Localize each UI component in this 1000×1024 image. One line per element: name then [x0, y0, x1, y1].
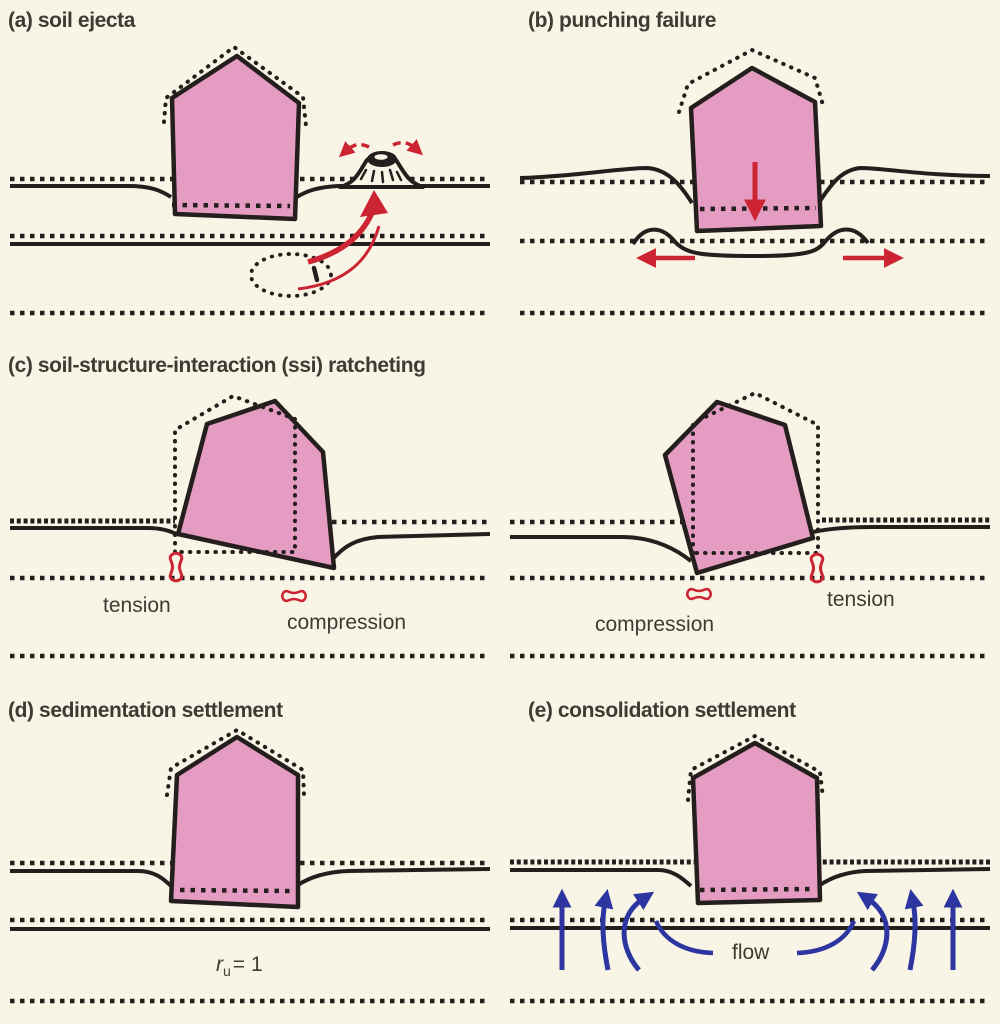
building-b-original-base-dashed	[699, 205, 817, 212]
flow-arrow-up-2	[594, 888, 614, 971]
ground-surface-solid-left	[510, 535, 693, 563]
ground-surface-solid-right	[812, 525, 990, 534]
ejected-sand-specks	[359, 168, 403, 184]
ru-value: = 1	[233, 953, 263, 976]
building-c-right-original-outline-dashed	[691, 391, 820, 555]
building-d-original-base-dashed	[179, 887, 291, 894]
tension-symbol	[168, 551, 184, 583]
heave-bumps-solid	[631, 227, 870, 259]
compression-label: compression	[287, 611, 406, 634]
building-d	[168, 734, 301, 910]
panel-c-caption: (c) soil-structure-interaction (ssi) rat…	[8, 354, 426, 377]
ejecta-source-ellipse-dotted	[249, 252, 333, 298]
ground-surface-solid-right	[818, 867, 991, 887]
tension-label: tension	[103, 594, 171, 617]
ground-surface-solid-left	[510, 868, 693, 888]
ground-surface-solid-left	[10, 869, 174, 889]
tension-label: tension	[827, 588, 895, 611]
building-a-original-base-dashed	[171, 202, 291, 209]
building-c-left-original-outline-dashed	[173, 394, 297, 554]
flow-label: flow	[732, 941, 770, 964]
building-a-original-outline-dashed	[162, 45, 308, 128]
compression-symbol	[280, 589, 308, 603]
ground-surface-solid-left	[10, 526, 179, 537]
panel-c-ssi-ratcheting-right: compression tension	[510, 391, 990, 659]
ejecta-flow-arrow-secondary	[297, 225, 381, 291]
ru-base: r	[216, 953, 224, 976]
ground-surface-solid-left	[519, 165, 694, 205]
ru-subscript: u	[223, 963, 231, 979]
panel-d-sedimentation-settlement: (d) sedimentation settlement ru= 1	[8, 699, 491, 1004]
tension-symbol	[809, 552, 825, 584]
ejecta-spray-arrow-right	[392, 139, 424, 156]
ejecta-flow-arrow-shaft	[307, 206, 377, 265]
sand-boil-crater-center	[374, 154, 388, 160]
building-c-left-tilted	[175, 398, 337, 571]
flow-leader-right	[796, 920, 857, 956]
panel-e-consolidation-settlement: (e) consolidation settlement flow	[510, 699, 991, 1004]
panel-e-caption: (e) consolidation settlement	[528, 699, 796, 722]
panel-a-soil-ejecta: (a) soil ejecta	[8, 9, 490, 316]
building-b	[688, 65, 824, 234]
building-e-original-outline-dashed	[686, 734, 825, 802]
flow-arrow-up-5	[904, 888, 924, 971]
panel-b-caption: (b) punching failure	[528, 9, 716, 32]
ground-surface-solid-left	[10, 184, 173, 199]
compression-symbol	[685, 587, 713, 601]
panel-a-caption: (a) soil ejecta	[8, 9, 136, 32]
compression-label: compression	[595, 613, 714, 636]
ground-surface-solid-right	[295, 184, 490, 199]
flow-leader-left	[653, 920, 714, 956]
flow-arrow-curved-left	[621, 891, 655, 972]
building-e	[690, 740, 823, 906]
building-c-right-tilted	[662, 399, 816, 576]
ejecta-flow-arrowhead	[360, 190, 388, 217]
building-d-original-outline-dashed	[165, 728, 306, 797]
ground-surface-solid-right	[296, 867, 491, 887]
building-a	[169, 53, 302, 222]
pore-water-flow-arrows	[552, 888, 963, 972]
building-e-original-base-dashed	[699, 886, 813, 893]
ejecta-spray-arrow-left	[338, 141, 370, 158]
ejecta-source-mark	[311, 265, 320, 283]
panel-b-punching-failure: (b) punching failure	[519, 9, 991, 316]
ground-surface-solid-right	[818, 165, 991, 203]
panel-c-ssi-ratcheting-left: (c) soil-structure-interaction (ssi) rat…	[8, 354, 491, 659]
flow-arrow-curved-right	[856, 891, 890, 972]
ground-surface-solid-right	[330, 532, 491, 562]
building-b-original-outline-dashed	[677, 48, 825, 114]
panel-d-caption: (d) sedimentation settlement	[8, 699, 283, 722]
ru-annotation: ru= 1	[216, 953, 263, 979]
